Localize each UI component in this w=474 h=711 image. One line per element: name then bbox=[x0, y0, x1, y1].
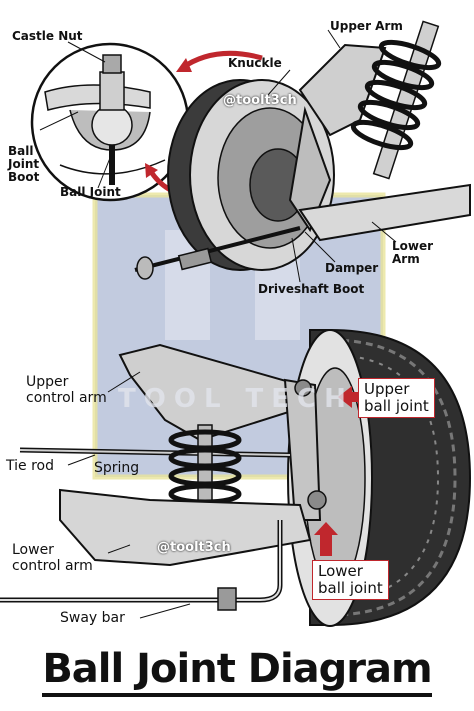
arrow-icon bbox=[180, 50, 263, 71]
label-castle-nut: Castle Nut bbox=[12, 29, 83, 43]
label-ball-joint: Ball Joint bbox=[60, 185, 121, 199]
watermark-handle-top: @toolt3ch bbox=[223, 93, 297, 108]
diagram-title-wrap: Ball Joint Diagram bbox=[0, 646, 474, 697]
ball-joint-closeup bbox=[44, 54, 166, 185]
left-arrow-icon bbox=[338, 386, 352, 408]
label-ball-joint-boot: Ball Joint Boot bbox=[8, 144, 40, 184]
lower-arm bbox=[298, 183, 471, 242]
up-arrow-icon bbox=[314, 522, 338, 535]
label-damper: Damper bbox=[325, 261, 379, 275]
diagram-title: Ball Joint Diagram bbox=[42, 646, 433, 697]
label-spring: Spring bbox=[94, 460, 140, 476]
label-driveshaft-boot: Driveshaft Boot bbox=[258, 282, 365, 296]
watermark-handle-bottom: @toolt3ch bbox=[157, 540, 231, 555]
label-knuckle: Knuckle bbox=[228, 56, 282, 70]
label-lower-control-arm: Lower control arm bbox=[12, 542, 93, 574]
label-upper-control-arm: Upper control arm bbox=[26, 374, 107, 406]
label-upper-arm: Upper Arm bbox=[330, 19, 403, 33]
driveshaft bbox=[134, 226, 301, 272]
label-lower-ball-joint: Lower ball joint bbox=[318, 562, 383, 597]
brake-drum bbox=[167, 79, 335, 271]
label-sway-bar: Sway bar bbox=[60, 610, 125, 626]
callout-lower-ball-joint: Lower ball joint bbox=[312, 560, 389, 600]
coil-spring-top bbox=[350, 20, 442, 180]
upper-control-arm bbox=[118, 343, 302, 442]
label-lower-arm: Lower Arm bbox=[392, 239, 434, 266]
label-tie-rod: Tie rod bbox=[6, 458, 54, 474]
label-upper-ball-joint: Upper ball joint bbox=[364, 380, 429, 415]
watermark-brand: TOOL TECH bbox=[118, 384, 354, 414]
lower-control-arm bbox=[59, 488, 312, 567]
knuckle bbox=[288, 106, 332, 233]
callout-upper-ball-joint: Upper ball joint bbox=[358, 378, 435, 418]
